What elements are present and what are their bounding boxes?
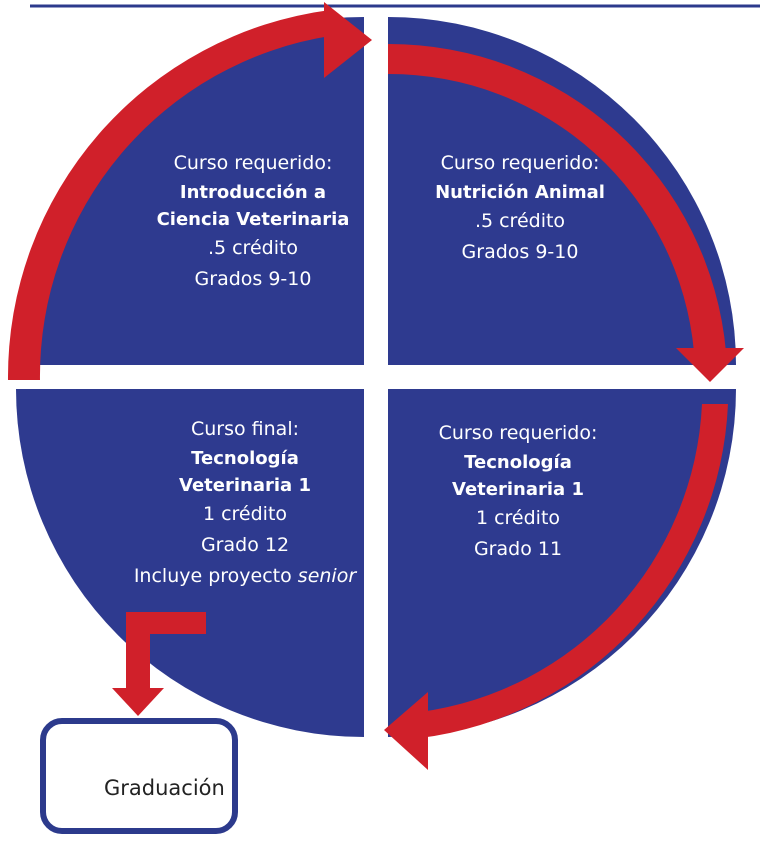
quadrant-top-right-text: Curso requerido: Nutrición Animal .5 cré… xyxy=(420,148,620,268)
label: Curso requerido: xyxy=(438,422,598,444)
quadrant-top-left xyxy=(16,17,364,365)
arrow-top-left-arc xyxy=(7,10,330,380)
course-name-line-2: Veterinaria 1 xyxy=(179,475,311,496)
quadrant-bottom-left xyxy=(16,389,364,737)
quadrant-top-left-text: Curso requerido: Introducción a Ciencia … xyxy=(148,148,358,295)
note-italic: senior xyxy=(297,565,357,587)
quadrant-bottom-right-text: Curso requerido: Tecnología Veterinaria … xyxy=(418,418,618,565)
course-name-line-1: Nutrición Animal xyxy=(435,182,605,203)
arrow-top-right-head xyxy=(676,348,744,382)
grades: Grado 11 xyxy=(473,538,563,560)
graduation-connector-head xyxy=(112,688,164,716)
arrow-bottom-right-arc xyxy=(420,404,728,738)
credit: 1 crédito xyxy=(202,503,288,525)
label: Curso final: xyxy=(190,418,300,440)
grades: Grados 9-10 xyxy=(194,268,312,290)
graduation-box xyxy=(40,718,238,834)
graduation-label: Graduación xyxy=(104,776,225,800)
arrow-top-left-head xyxy=(324,2,372,78)
quadrant-top-right xyxy=(388,17,736,365)
graduation-connector xyxy=(126,612,206,688)
credit: .5 crédito xyxy=(474,210,566,232)
arrow-top-right-arc xyxy=(388,43,726,352)
senior-project-note: Incluye proyecto senior xyxy=(112,561,378,592)
course-name-line-2: Veterinaria 1 xyxy=(452,479,584,500)
note-prefix: Incluye proyecto xyxy=(133,565,298,587)
course-name-line-2: Ciencia Veterinaria xyxy=(156,209,350,230)
arrow-bottom-right-head xyxy=(384,692,428,770)
quadrant-bottom-left-text: Curso final: Tecnología Veterinaria 1 1 … xyxy=(112,414,378,592)
credit: 1 crédito xyxy=(475,507,561,529)
quadrant-bottom-right xyxy=(388,389,736,737)
course-name-line-1: Tecnología xyxy=(191,448,299,469)
grades: Grado 12 xyxy=(200,534,290,556)
course-name-line-1: Tecnología xyxy=(464,452,572,473)
grades: Grados 9-10 xyxy=(461,241,579,263)
credit: .5 crédito xyxy=(207,237,299,259)
course-name-line-1: Introducción a xyxy=(179,182,327,203)
label: Curso requerido: xyxy=(173,152,333,174)
label: Curso requerido: xyxy=(440,152,600,174)
